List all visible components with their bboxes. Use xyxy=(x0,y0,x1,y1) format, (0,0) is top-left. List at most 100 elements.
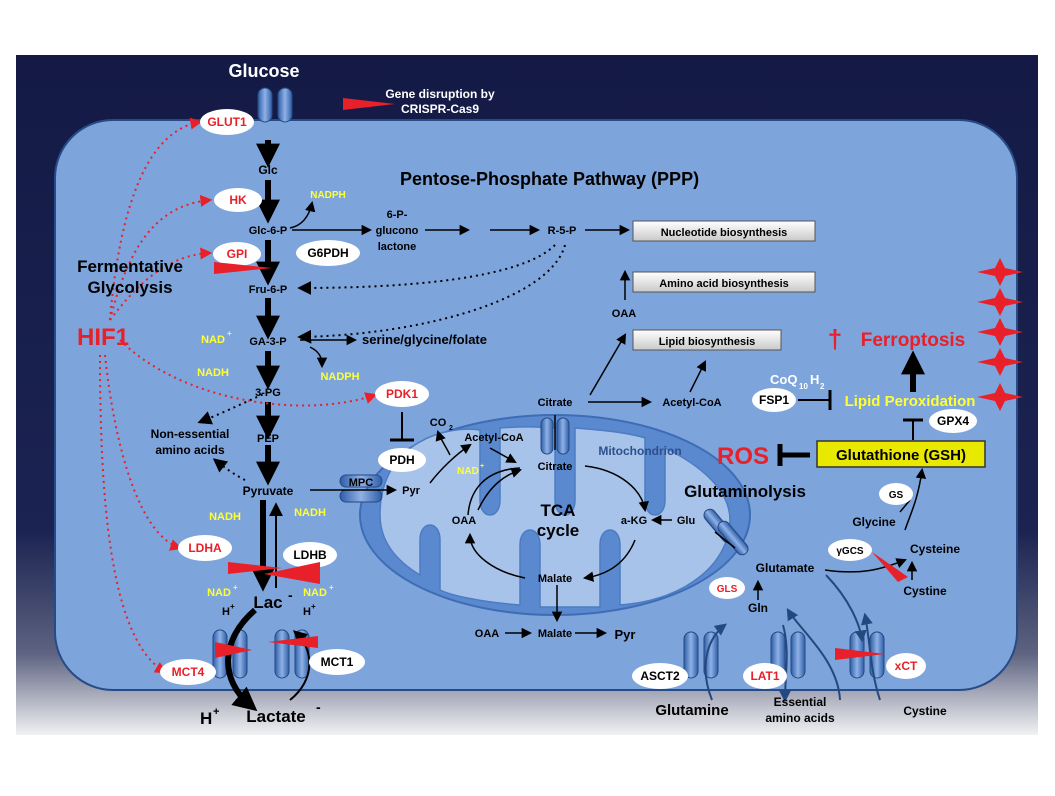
cofactor-nad-right-charge: + xyxy=(329,583,334,592)
metabolite-pyr-cytosol: Pyr xyxy=(615,627,636,642)
enzyme-pdk1 xyxy=(375,381,429,407)
proton-right-charge: + xyxy=(311,602,316,611)
mitochondrion xyxy=(359,414,751,616)
hif1-label: HIF1 xyxy=(77,324,129,351)
glucose-label: Glucose xyxy=(228,61,299,81)
metabolite-fru6p: Fru-6-P xyxy=(249,284,288,296)
cofactor-nad-left: NAD xyxy=(207,587,231,599)
lipid-biosynthesis-box: Lipid biosynthesis xyxy=(632,329,782,351)
proton-left-charge: + xyxy=(230,602,235,611)
co2-subscript: 2 xyxy=(449,425,453,432)
metabolite-akg: a-KG xyxy=(621,515,647,527)
crispr-wedge-gpi xyxy=(214,262,272,274)
proton-out-charge: + xyxy=(213,706,219,718)
mitochondrion-label: Mitochondrion xyxy=(598,444,681,458)
nucleotide-biosynthesis-box: Nucleotide biosynthesis xyxy=(632,220,816,242)
lipid-peroxidation-label: Lipid Peroxidation xyxy=(845,393,976,410)
legend-text-line1: Gene disruption by xyxy=(385,87,495,101)
glutathione-box xyxy=(816,440,986,468)
legend-text-line2: CRISPR-Cas9 xyxy=(401,102,479,116)
enzyme-fsp1 xyxy=(752,388,796,412)
enzyme-xct-label: xCT xyxy=(895,659,918,673)
tca-label-line2: cycle xyxy=(537,521,580,540)
transport-arrows xyxy=(225,574,881,712)
enzyme-ldha xyxy=(178,535,232,561)
metabolite-malate-mito: Malate xyxy=(538,573,572,585)
cofactor-nadh-1: NADH xyxy=(197,367,229,379)
ferroptosis-label: Ferroptosis xyxy=(861,330,966,351)
nucleotide-biosynthesis-label: Nucleotide biosynthesis xyxy=(661,227,788,239)
metabolite-cystine-inside: Cystine xyxy=(903,584,947,598)
coq10h2-subscript2: 2 xyxy=(820,382,825,391)
essential-aa-line1: Essential xyxy=(774,695,827,709)
enzyme-lat1-label: LAT1 xyxy=(750,669,779,683)
crispr-legend-wedge xyxy=(343,98,395,110)
enzyme-fsp1-label: FSP1 xyxy=(759,393,789,407)
lipid-biosynthesis-label: Lipid biosynthesis xyxy=(659,336,756,348)
tca-label-line1: TCA xyxy=(541,501,576,520)
enzyme-hk xyxy=(214,188,262,212)
cofactor-nad-mito: NAD xyxy=(457,466,479,477)
proton-out: H xyxy=(200,709,212,728)
ppp-title: Pentose-Phosphate Pathway (PPP) xyxy=(400,169,699,189)
cofactor-nadph-1: NADPH xyxy=(310,190,346,201)
glutathione-label: Glutathione (GSH) xyxy=(836,447,966,464)
metabolite-glycine: Glycine xyxy=(852,515,896,529)
enzyme-pdh xyxy=(378,448,426,472)
enzyme-g6pdh xyxy=(296,240,360,266)
enzyme-glut1 xyxy=(200,109,254,135)
enzyme-gpx4 xyxy=(929,409,977,433)
fermentative-glycolysis-line1: Fermentative xyxy=(77,257,183,276)
gluconolactone-line1: 6-P- xyxy=(387,209,408,221)
enzyme-ggcs-label: γGCS xyxy=(836,546,864,557)
metabolite-cysteine: Cysteine xyxy=(910,542,960,556)
enzyme-ggcs xyxy=(828,539,872,561)
enzyme-gpi xyxy=(213,242,261,266)
nonessential-aa-line1: Non-essential xyxy=(151,427,230,441)
lac-charge: - xyxy=(288,587,293,603)
enzyme-gls-label: GLS xyxy=(717,584,738,595)
metabolite-oaa-cytosol: OAA xyxy=(475,628,500,640)
enzyme-gpx4-label: GPX4 xyxy=(937,414,969,428)
cofactor-nad-mito-charge: + xyxy=(480,463,484,470)
metabolite-glc6p: Glc-6-P xyxy=(249,225,288,237)
amino-acid-biosynthesis-box: Amino acid biosynthesis xyxy=(632,271,816,293)
asct2-channel xyxy=(683,631,719,679)
enzyme-mct1 xyxy=(309,649,365,675)
enzyme-asct2-label: ASCT2 xyxy=(640,669,680,683)
nonessential-aa-line2: amino acids xyxy=(155,443,225,457)
cofactor-nad-charge: + xyxy=(227,329,232,338)
enzyme-ldhb-label: LDHB xyxy=(293,548,327,562)
coq10h2-hydrogen: H xyxy=(810,372,819,387)
metabolite-glc: Glc xyxy=(258,163,278,177)
metabolite-cystine-outside: Cystine xyxy=(903,704,947,718)
enzyme-mct4-label: MCT4 xyxy=(172,665,205,679)
metabolite-citrate-mito: Citrate xyxy=(538,461,573,473)
metabolite-acetylcoa-cytosol: Acetyl-CoA xyxy=(662,397,721,409)
ros-label: ROS xyxy=(717,443,769,470)
metabolite-co2: CO xyxy=(430,417,447,429)
metabolite-ga3p: GA-3-P xyxy=(249,336,286,348)
enzyme-ldhb xyxy=(283,542,337,568)
cofactor-nadph-2: NADPH xyxy=(320,371,359,383)
enzyme-asct2 xyxy=(632,663,688,689)
metabolite-glutamate: Glutamate xyxy=(756,561,815,575)
mitochondrial-pyruvate-carrier xyxy=(339,474,383,503)
inhibition-marks xyxy=(390,390,923,466)
cofactor-nadh-left: NADH xyxy=(209,511,241,523)
metabolite-glutamine: Glutamine xyxy=(655,702,728,719)
hif1-regulation-lines xyxy=(99,117,378,674)
enzyme-lat1 xyxy=(743,663,787,689)
metabolite-pep: PEP xyxy=(257,433,279,445)
xct-channel xyxy=(849,631,885,679)
mitochondrial-citrate-carrier xyxy=(540,417,570,455)
metabolite-serine-glycine-folate: serine/glycine/folate xyxy=(362,332,487,347)
cofactor-nad-left-charge: + xyxy=(233,583,238,592)
metabolite-pyr-mito: Pyr xyxy=(402,485,420,497)
fermentative-glycolysis-line2: Glycolysis xyxy=(87,278,172,297)
ferroptosis-stars xyxy=(977,258,1023,411)
enzyme-hk-label: HK xyxy=(229,193,247,207)
enzyme-gpi-label: GPI xyxy=(227,247,248,261)
gluconolactone-line3: lactone xyxy=(378,241,417,253)
